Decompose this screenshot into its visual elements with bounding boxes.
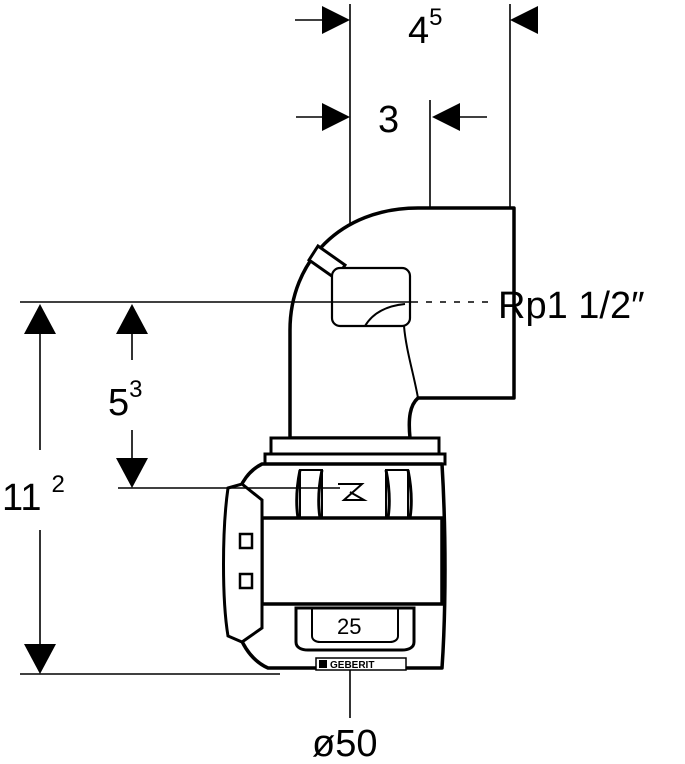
dim-total-height-base: 11	[2, 477, 41, 519]
dimension-center-height: 53	[108, 304, 340, 489]
insertion-mark-icon	[338, 483, 368, 501]
arrowhead-left	[510, 6, 538, 34]
diameter-label: ø50	[312, 723, 377, 764]
size-marking: 25	[337, 614, 361, 639]
svg-text:53: 53	[108, 376, 143, 424]
brand-label: GEBERIT	[330, 660, 374, 671]
thread-label: Rp1 1/2″	[498, 285, 645, 327]
arrowhead-down	[116, 458, 148, 488]
elbow-body	[288, 206, 516, 440]
arrowhead-up	[116, 304, 148, 334]
arrowhead-right	[322, 6, 350, 34]
dimension-inner-offset: 3	[296, 99, 487, 232]
dimension-top-width: 45	[295, 4, 538, 210]
arrowhead-right	[322, 103, 350, 131]
dim-center-height-sup: 3	[129, 376, 142, 403]
dim-inner-offset-base: 3	[378, 99, 399, 141]
dimension-total-height: 11 2	[2, 304, 280, 675]
dim-top-width-sup: 5	[429, 4, 442, 31]
svg-text:45: 45	[408, 4, 443, 52]
dim-center-height-base: 5	[108, 382, 129, 424]
svg-text:112: 11 2	[2, 471, 65, 519]
coupling: 25 GEBERIT	[222, 436, 447, 671]
arrowhead-up	[24, 304, 56, 334]
arrowhead-left	[432, 103, 460, 131]
dim-total-height-sup: 2	[51, 471, 64, 498]
arrowhead-down	[24, 644, 56, 674]
dim-top-width-base: 4	[408, 10, 429, 52]
